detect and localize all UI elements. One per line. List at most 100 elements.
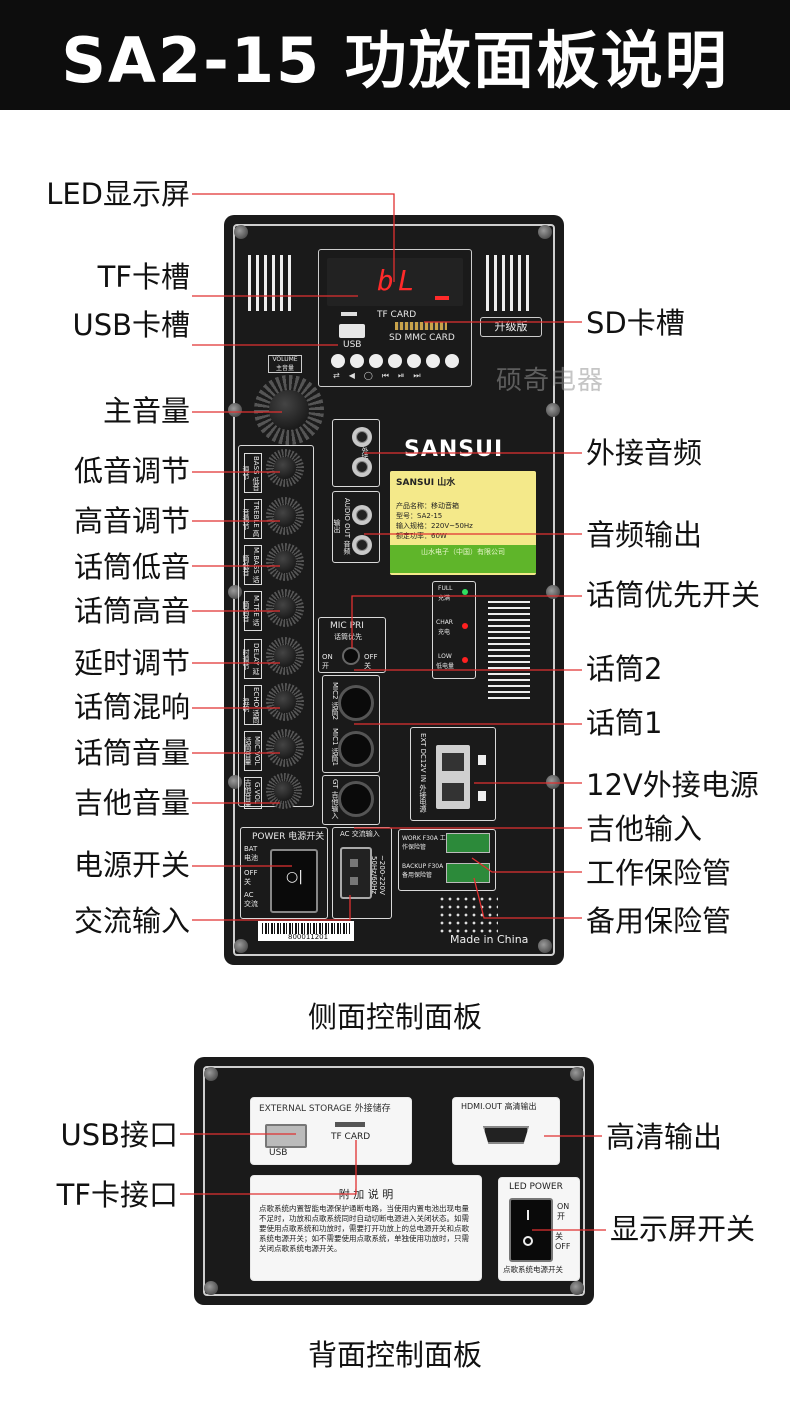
- led-display: bL: [327, 258, 463, 306]
- back-usb-port[interactable]: [265, 1124, 307, 1148]
- label-main-volume: 主音量: [102, 394, 190, 428]
- audio-out-label: AUDIO OUT 音频输出: [333, 497, 351, 555]
- label-led-display: LED显示屏: [46, 177, 190, 211]
- sd-card-label: SD MMC CARD: [389, 333, 455, 343]
- media-button[interactable]: [369, 354, 383, 368]
- switch-caption: 点歌系统电源开关: [503, 1265, 563, 1274]
- power-switch[interactable]: ○|: [270, 849, 318, 913]
- label-aux-in: 外接音频: [586, 436, 703, 470]
- back-tf-slot[interactable]: [335, 1122, 365, 1127]
- label-tf-port: TF卡接口: [56, 1178, 178, 1212]
- mic-pri-on-label: ON 开: [322, 653, 333, 670]
- led-power-title: LED POWER: [509, 1182, 563, 1192]
- charge-low-cn: 低电量: [436, 663, 455, 670]
- info-card-name: 产品名称：移动音箱: [396, 502, 459, 510]
- mic2-label: MIC2 话筒2: [331, 681, 339, 721]
- audio-out-r-jack[interactable]: [352, 535, 372, 555]
- knob-label-echo: ECHO 话筒混响: [242, 685, 262, 725]
- delay-knob[interactable]: [266, 637, 304, 675]
- label-mic-priority: 话筒优先开关: [586, 578, 761, 612]
- note-text: 点歌系统内置智能电源保护通断电路，当使用内置电池出现电量不足时，功放和点歌系统同…: [259, 1204, 469, 1253]
- backup-fuse[interactable]: [446, 863, 490, 883]
- audio-out-l-jack[interactable]: [352, 505, 372, 525]
- label-backup-fuse: 备用保险管: [586, 904, 732, 938]
- charge-low-en: LOW: [438, 653, 452, 660]
- label-audio-out: 音频输出: [586, 518, 703, 552]
- barcode: 800011201: [258, 921, 354, 941]
- side-vent: [488, 599, 530, 699]
- note-box: 附 加 说 明 点歌系统内置智能电源保护通断电路，当使用内置电池出现电量不足时，…: [250, 1175, 482, 1281]
- media-module: bL TF CARD USB SD MMC CARD ⇄◀◯⏮⏯⏭: [318, 249, 472, 387]
- upgrade-badge: 升级版: [480, 317, 542, 337]
- bass-knob[interactable]: [266, 449, 304, 487]
- mic-treble-knob[interactable]: [266, 589, 304, 627]
- charge-full-led: [462, 589, 468, 595]
- vent-right: [486, 255, 534, 311]
- label-guitar-volume: 吉他音量: [73, 786, 190, 820]
- fuse-box: [398, 829, 496, 891]
- guitar-label: GT 吉他输入: [331, 779, 339, 819]
- media-button[interactable]: [426, 354, 440, 368]
- ac-socket[interactable]: [340, 847, 372, 899]
- mic-pri-switch[interactable]: [342, 647, 360, 665]
- hdmi-box: HDMI.OUT 高清输出: [452, 1097, 560, 1165]
- fuse-work-label: WORK F30A 工作保险管: [402, 835, 446, 851]
- switch-on-label: ON 开: [557, 1202, 570, 1221]
- led-dots: [435, 296, 449, 300]
- guitar-jack-box: [322, 775, 380, 825]
- power-switch-box: [240, 827, 328, 919]
- info-card-maker: 山水电子（中国）有限公司: [390, 545, 536, 573]
- note-title: 附 加 说 明: [338, 1188, 394, 1201]
- echo-knob[interactable]: [266, 683, 304, 721]
- aux-r-jack[interactable]: [352, 427, 372, 447]
- label-ac-input: 交流输入: [73, 904, 190, 938]
- charge-full-cn: 充满: [438, 595, 451, 602]
- ac-title: AC 交流输入: [340, 830, 380, 838]
- label-delay: 延时调节: [73, 646, 190, 680]
- media-button[interactable]: [407, 354, 421, 368]
- label-mic1: 话筒1: [586, 706, 663, 740]
- mic2-jack[interactable]: [338, 685, 374, 721]
- knob-label-bass: BASS 低音调节: [242, 453, 262, 493]
- media-buttons: [331, 354, 461, 368]
- ext-dc-terminal[interactable]: [436, 745, 470, 809]
- info-card-input: 输入规格：220V~50Hz: [396, 522, 473, 530]
- media-button[interactable]: [445, 354, 459, 368]
- mic-bass-knob[interactable]: [266, 543, 304, 581]
- sd-card-slot[interactable]: [395, 322, 447, 330]
- knob-label-treble: TREBLE 高音调节: [242, 499, 262, 539]
- media-button[interactable]: [350, 354, 364, 368]
- aux-label: AUX 外接音频: [361, 429, 369, 475]
- tf-card-slot[interactable]: [341, 312, 357, 316]
- charge-char-cn: 充电: [438, 629, 451, 636]
- label-usb-slot: USB卡槽: [72, 308, 190, 342]
- label-power-switch: 电源开关: [73, 848, 190, 882]
- media-button[interactable]: [388, 354, 402, 368]
- aux-l-jack[interactable]: [352, 457, 372, 477]
- watermark: 硕奇电器: [496, 366, 605, 396]
- info-card-power: 额定功率：60W: [396, 532, 447, 540]
- guitar-volume-knob[interactable]: [266, 773, 302, 809]
- side-panel-caption: 侧面控制面板: [307, 1000, 482, 1034]
- work-fuse[interactable]: [446, 833, 490, 853]
- guitar-jack[interactable]: [338, 781, 374, 817]
- ext-dc-box: [410, 727, 496, 821]
- mic-pri-title: MIC PRI: [330, 621, 364, 631]
- info-card: SANSUI 山水 产品名称：移动音箱 型号：SA2-15 输入规格：220V~…: [390, 471, 536, 575]
- hdmi-title: HDMI.OUT 高清输出: [461, 1102, 537, 1111]
- media-button[interactable]: [331, 354, 345, 368]
- info-card-brand: SANSUI 山水: [396, 478, 456, 488]
- label-guitar-in: 吉他输入: [586, 812, 703, 846]
- external-storage-box: EXTERNAL STORAGE 外接储存 USB TF CARD: [250, 1097, 412, 1165]
- label-tf-slot: TF卡槽: [97, 260, 190, 294]
- usb-slot[interactable]: [339, 324, 365, 338]
- led-display-text: bL: [377, 264, 419, 297]
- power-bat-label: BAT 电池: [244, 845, 258, 862]
- volume-label: VOLUME 主音量: [268, 355, 302, 373]
- charge-low-led: [462, 657, 468, 663]
- ext-storage-title: EXTERNAL STORAGE 外接储存: [259, 1104, 391, 1114]
- bottom-vent: [438, 895, 498, 935]
- back-usb-label: USB: [269, 1148, 288, 1158]
- mic1-jack[interactable]: [338, 731, 374, 767]
- main-volume-knob[interactable]: [254, 375, 324, 445]
